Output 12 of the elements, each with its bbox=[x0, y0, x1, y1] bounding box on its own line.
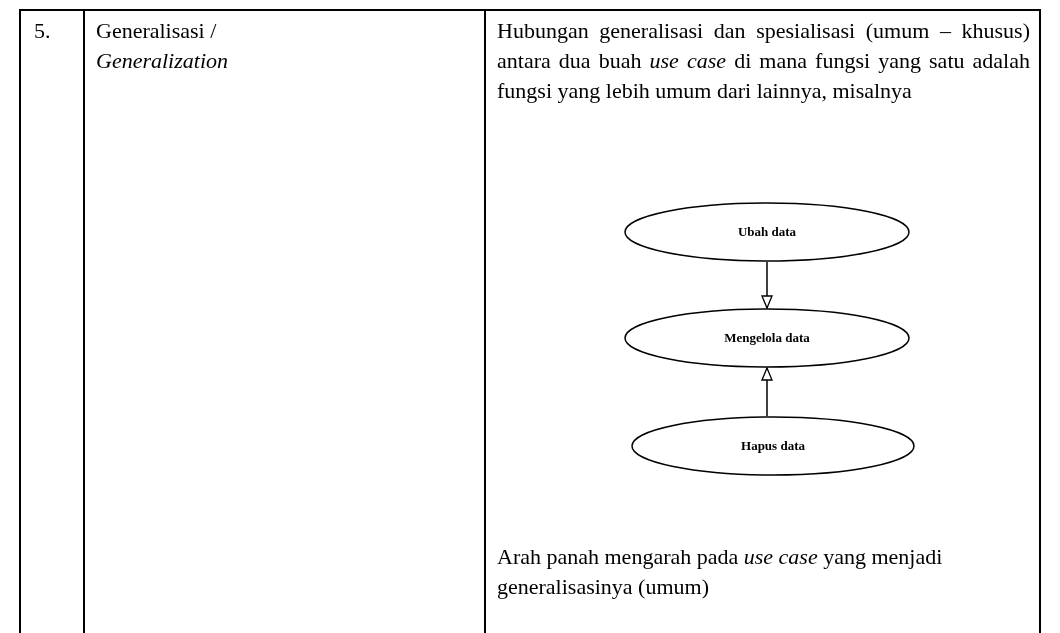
use-case-ellipse bbox=[631, 416, 915, 476]
use-case-label: Ubah data bbox=[736, 224, 798, 240]
use-case-ellipse bbox=[624, 308, 910, 368]
description-text: Hubungan generalisasi dan spesialisasi (umum – khusus) antara dua buah use case di mana fungsi yang satu adalah fungsi yang lebih umum dari lainnya, misalnya bbox=[497, 17, 1030, 105]
use-case-label: Hapus data bbox=[740, 438, 806, 454]
note-text: Arah panah mengarah pada use case yang menjadi generalisasinya (umum) bbox=[497, 543, 944, 601]
term-text: Generalisasi / Generalization bbox=[96, 17, 229, 75]
row-number: 5. bbox=[34, 17, 51, 45]
generalization-arrow bbox=[761, 367, 773, 417]
use-case-ellipse bbox=[624, 202, 910, 262]
generalization-arrow bbox=[761, 261, 773, 309]
use-case-label: Mengelola data bbox=[723, 330, 811, 346]
